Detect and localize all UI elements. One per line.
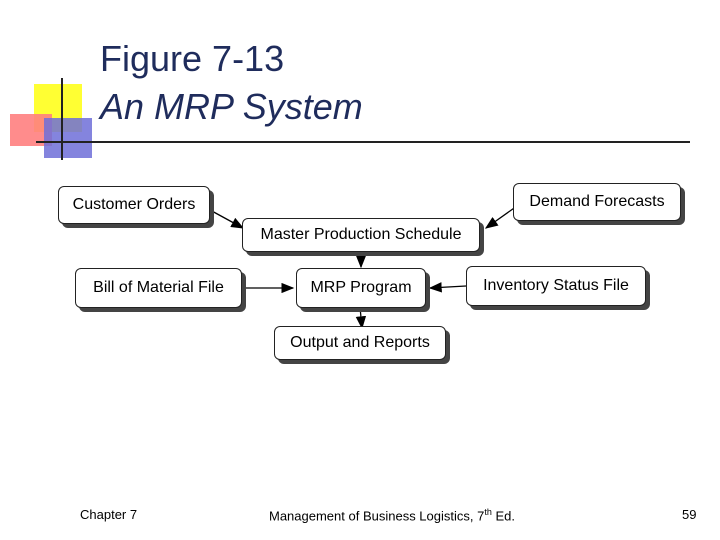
- slide-title: An MRP System: [100, 86, 363, 127]
- mrp-program-label: MRP Program: [310, 279, 412, 296]
- footer-book-title: Management of Business Logistics, 7th Ed…: [269, 507, 515, 523]
- footer-book-title-prefix: Management of Business Logistics, 7: [269, 508, 485, 524]
- title-underline-rule: [36, 141, 690, 143]
- customer-orders-box: Customer Orders: [58, 186, 210, 224]
- slide-title-figure-number: Figure 7-13: [100, 38, 285, 79]
- output-and-reports-box: Output and Reports: [274, 326, 446, 360]
- inventory-status-file-box: Inventory Status File: [466, 266, 646, 306]
- mrp-program-box: MRP Program: [296, 268, 426, 308]
- arrow-demand-forecasts-to-mps: [484, 205, 518, 229]
- master-production-schedule-label: Master Production Schedule: [260, 226, 462, 243]
- decor-vertical-rule: [61, 78, 63, 160]
- arrow-customer-orders-to-mps: [209, 209, 245, 229]
- master-production-schedule-box: Master Production Schedule: [242, 218, 480, 252]
- footer-chapter: Chapter 7: [80, 507, 138, 522]
- footer-page-number: 59: [682, 507, 697, 522]
- customer-orders-label: Customer Orders: [72, 196, 196, 213]
- inventory-status-file-label: Inventory Status File: [483, 277, 629, 294]
- demand-forecasts-box: Demand Forecasts: [513, 183, 681, 221]
- bill-of-material-file-box: Bill of Material File: [75, 268, 242, 308]
- bill-of-material-file-label: Bill of Material File: [93, 279, 224, 296]
- arrow-mrp-program-to-output: [355, 306, 367, 330]
- demand-forecasts-label: Demand Forecasts: [529, 193, 665, 210]
- arrow-inventory-to-mrp-program: [428, 282, 467, 293]
- decor-blue-square: [44, 118, 92, 158]
- footer-book-title-suffix: Ed.: [491, 508, 515, 524]
- footer-book-title-sup: th: [484, 507, 492, 517]
- output-and-reports-label: Output and Reports: [290, 334, 430, 351]
